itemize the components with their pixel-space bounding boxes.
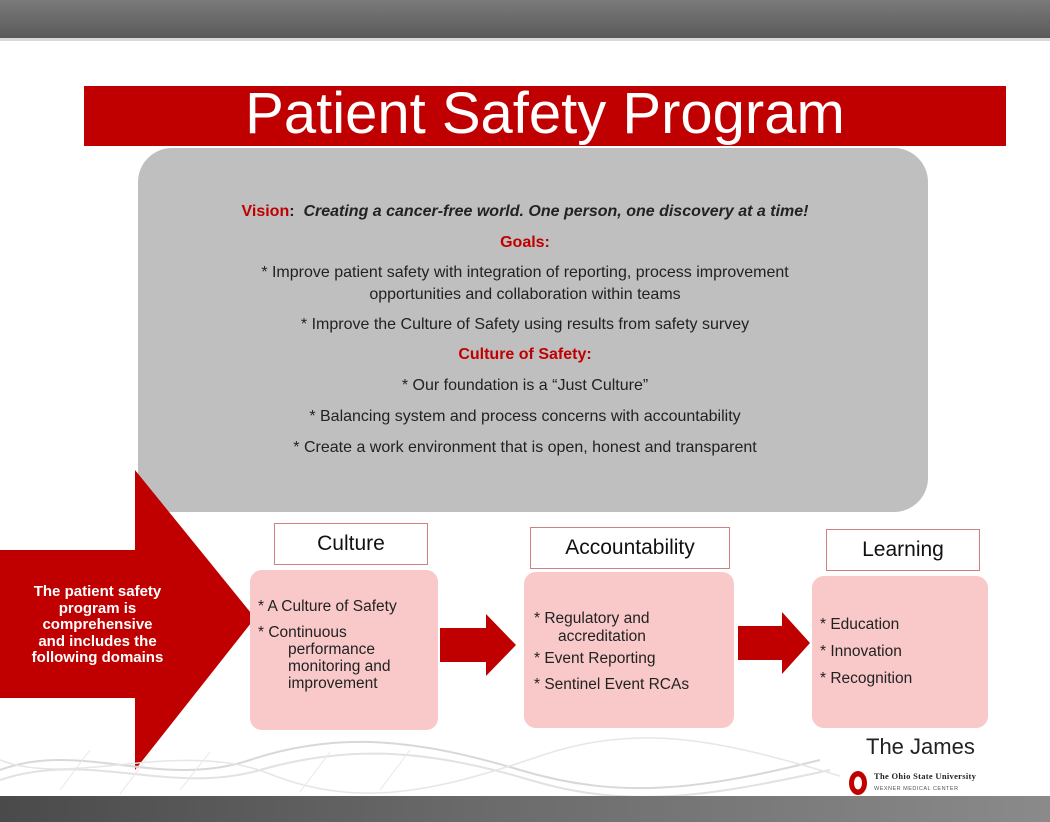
domain-box-learning: * Education * Innovation * Recognition — [812, 576, 988, 728]
domain-label-learning: Learning — [826, 529, 980, 571]
goals-heading: Goals: — [500, 234, 550, 251]
domain-item: * Innovation — [820, 643, 902, 660]
medical-center-name: WEXNER MEDICAL CENTER — [874, 786, 959, 792]
culture-item: * Our foundation is a “Just Culture” — [401, 377, 649, 394]
arrow-text-line: The patient safety — [33, 583, 162, 600]
culture-item: * Create a work environment that is open… — [293, 439, 757, 456]
top-bar — [0, 0, 1050, 41]
arrow-text-line: and includes the — [38, 632, 157, 650]
decorative-wave — [0, 737, 841, 798]
domain-item: * Regulatory and — [534, 610, 650, 627]
vision-text: Creating a cancer-free world. One person… — [303, 203, 809, 220]
arrow-text-line: following domains — [31, 649, 164, 666]
domain-item: * Sentinel Event RCAs — [534, 676, 690, 693]
domain-item: * A Culture of Safety — [258, 598, 397, 615]
domain-label-accountability: Accountability — [530, 527, 730, 569]
bottom-bar — [0, 796, 1050, 822]
title-banner — [84, 86, 1006, 146]
the-james-brand: The James — [866, 734, 975, 759]
osu-block-o-logo-icon — [849, 771, 867, 795]
domain-item: improvement — [288, 675, 378, 692]
domain-item: * Continuous — [258, 624, 347, 641]
vision-label: Vision — [241, 203, 290, 220]
flow-arrow-2 — [738, 612, 810, 674]
goal-item: * Improve patient safety with integratio… — [261, 264, 789, 281]
program-summary-panel — [138, 148, 928, 512]
domain-box-accountability: * Regulatory and accreditation * Event R… — [524, 572, 734, 728]
domain-box-culture: * A Culture of Safety * Continuous perfo… — [250, 570, 438, 730]
domain-item: performance — [288, 641, 376, 658]
domains-arrow-shape — [0, 470, 255, 770]
arrow-text-line: comprehensive — [42, 616, 153, 633]
domain-item: * Recognition — [820, 670, 913, 687]
domain-label-culture: Culture — [274, 523, 428, 565]
vision-separator: : — [289, 203, 295, 220]
domain-item: monitoring and — [288, 658, 391, 675]
culture-item: * Balancing system and process concerns … — [309, 408, 741, 425]
domain-item: * Event Reporting — [534, 650, 656, 667]
goal-item: opportunities and collaboration within t… — [369, 286, 681, 303]
domains-arrow-text: The patient safety program is comprehens… — [10, 583, 185, 667]
page-title: Patient Safety Program — [245, 81, 845, 146]
vision-line: Vision: Creating a cancer-free world. On… — [0, 203, 1050, 221]
flow-arrow-1 — [440, 614, 516, 676]
domain-item: * Education — [820, 616, 900, 633]
university-name: The Ohio State University — [874, 771, 977, 781]
culture-of-safety-heading: Culture of Safety: — [458, 346, 592, 363]
domain-item: accreditation — [558, 628, 646, 645]
arrow-text-line: program is — [58, 599, 137, 617]
goal-item: * Improve the Culture of Safety using re… — [300, 316, 750, 333]
